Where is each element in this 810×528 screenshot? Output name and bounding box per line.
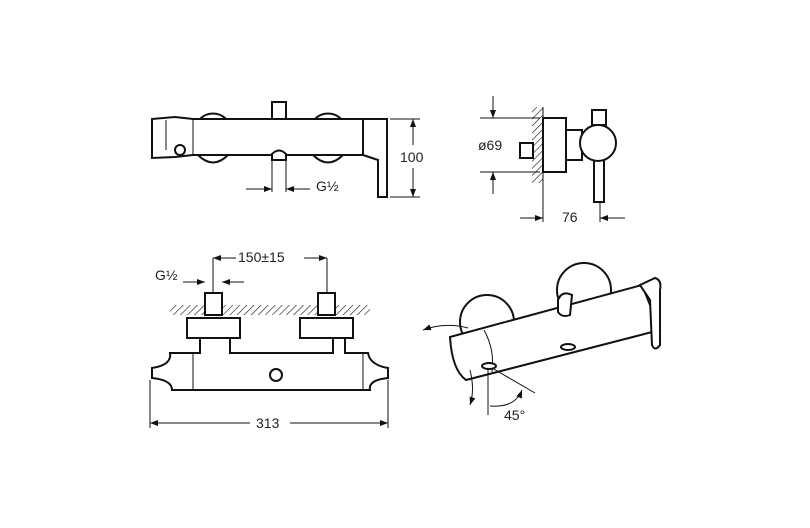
wall-hatch-top (170, 305, 370, 315)
diameter-dim-label: ø69 (478, 137, 502, 153)
angle-dim-label: 45° (504, 407, 525, 423)
lever-handle (362, 118, 388, 198)
front-thread-label: G½ (316, 178, 339, 194)
front-view: G½ 100 (151, 101, 432, 198)
mixer-body-top (151, 337, 389, 391)
length-dim-label: 313 (256, 415, 280, 431)
perspective-view: 45° (422, 262, 662, 423)
center-distance-label: 150±15 (238, 249, 285, 265)
top-view: 150±15 G½ 313 (149, 249, 389, 431)
outlet-icon (174, 144, 186, 156)
depth-dim-label: 76 (562, 209, 578, 225)
wall-hatch (532, 107, 543, 183)
side-view: ø69 76 (478, 96, 625, 225)
height-dim-label: 100 (400, 149, 424, 165)
mixer-body-3d (448, 283, 662, 382)
top-thread-label: G½ (155, 267, 178, 283)
lever-3d (638, 276, 662, 350)
diverter-knob (271, 101, 287, 120)
